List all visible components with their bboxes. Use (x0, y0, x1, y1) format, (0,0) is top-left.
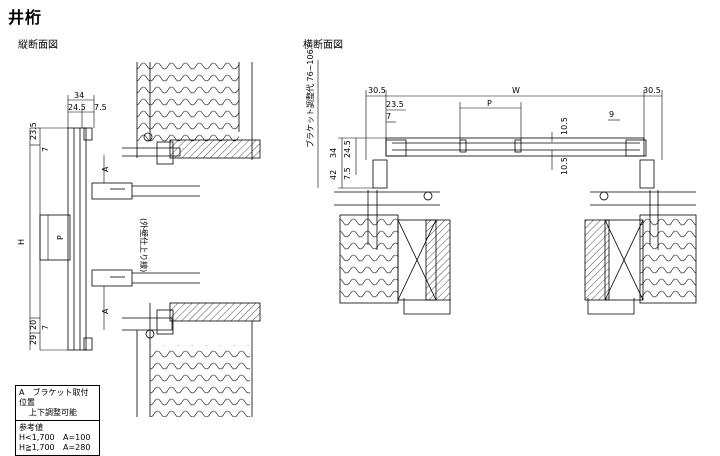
v-dim-H: H (17, 239, 26, 245)
horizontal-section (317, 60, 697, 315)
h-dim-23-5: 23.5 (386, 100, 404, 109)
legend-top: A ブラケット取付位置 上下調整可能 (16, 386, 99, 421)
vertical-brackets (91, 182, 200, 287)
h-dim-7: 7 (386, 112, 391, 121)
v-wall-note: (外壁仕上り線) (139, 218, 149, 272)
h-dim-42: 42 (329, 170, 338, 180)
legend-row-2: H≧1,700 A=280 (19, 443, 96, 453)
legend-row-2-a: A=280 (63, 443, 91, 452)
v-dim-20: 20 (29, 320, 38, 330)
h-dim-24-5: 24.5 (343, 140, 352, 158)
legend-ref-title: 参考値 (19, 423, 43, 432)
v-dim-A-bottom: A (101, 308, 110, 314)
vertical-wall-top (122, 62, 261, 165)
horizontal-wall-right (584, 191, 697, 315)
h-dim-34: 34 (329, 148, 338, 158)
horizontal-dimension-lines (317, 60, 663, 189)
vertical-grille-frame (39, 127, 93, 351)
v-dim-23-5: 23.5 (29, 122, 38, 140)
horizontal-wall-left (334, 191, 451, 315)
horizontal-section-label: 横断面図 (303, 40, 343, 51)
page-title: 井桁 (8, 8, 43, 27)
v-dim-24-5: 24.5 (68, 103, 86, 112)
h-dim-W: W (512, 86, 520, 95)
v-dim-34: 34 (74, 91, 84, 100)
h-dim-10-5-bottom: 10.5 (560, 157, 569, 175)
h-dim-P: P (487, 99, 492, 108)
horizontal-grille-frame (385, 137, 647, 157)
legend-line-2: 上下調整可能 (29, 408, 77, 417)
legend-box: A ブラケット取付位置 上下調整可能 参考値 H<1,700 A=100 H≧1… (15, 385, 100, 456)
h-dim-30-5-right: 30.5 (643, 86, 661, 95)
legend-row-1: H<1,700 A=100 (19, 433, 96, 443)
vertical-dimension-lines (29, 95, 105, 351)
h-dim-30-5-left: 30.5 (368, 86, 386, 95)
v-dim-A-top: A (101, 166, 110, 172)
vertical-section-label: 縦断面図 (18, 40, 58, 51)
v-dim-P: P (56, 235, 65, 240)
vertical-wall-bottom (122, 302, 261, 417)
vertical-section (29, 62, 261, 417)
v-dim-7-bottom: 7 (41, 325, 50, 330)
legend-row-1-h: H<1,700 (19, 433, 55, 442)
v-dim-29: 29 (29, 335, 38, 345)
h-bracket-note: ブラケット調整代 76~106 (305, 49, 315, 148)
legend-bottom: 参考値 H<1,700 A=100 H≧1,700 A=280 (16, 421, 99, 455)
legend-row-1-a: A=100 (63, 433, 91, 442)
v-dim-7-5: 7.5 (94, 103, 107, 112)
v-dim-7-top: 7 (41, 147, 50, 152)
h-dim-7-5: 7.5 (343, 167, 352, 180)
legend-row-2-h: H≧1,700 (19, 443, 55, 452)
legend-line-1: A ブラケット取付位置 (19, 388, 89, 407)
h-dim-10-5-top: 10.5 (560, 117, 569, 135)
h-dim-9: 9 (609, 110, 614, 119)
